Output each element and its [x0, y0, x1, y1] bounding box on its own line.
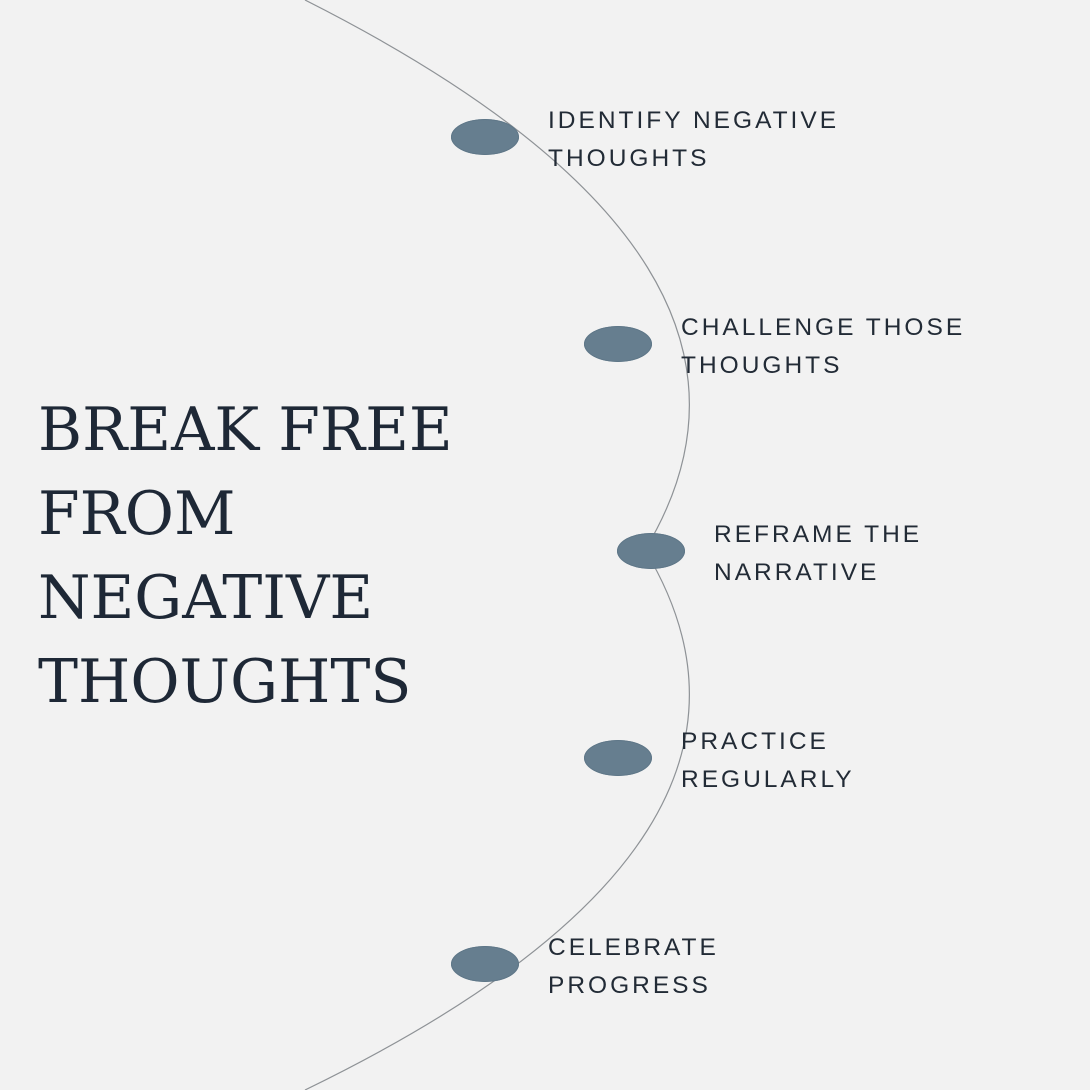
- step-marker-5: [451, 946, 519, 982]
- step-5-line-1: CELEBRATE: [548, 934, 719, 961]
- step-label-1: IDENTIFY NEGATIVE THOUGHTS: [548, 102, 908, 178]
- page-title: BREAK FREE FROM NEGATIVE THOUGHTS: [38, 388, 478, 724]
- step-marker-3: [617, 533, 685, 569]
- step-label-2: CHALLENGE THOSE THOUGHTS: [681, 309, 1041, 385]
- title-line-2: FROM: [38, 479, 236, 549]
- step-marker-2: [584, 326, 652, 362]
- step-label-3: REFRAME THE NARRATIVE: [714, 516, 1074, 592]
- step-5-line-2: PROGRESS: [548, 972, 711, 999]
- title-line-1: BREAK FREE: [38, 395, 453, 465]
- step-4-line-2: REGULARLY: [681, 766, 855, 793]
- step-1-line-2: THOUGHTS: [548, 145, 710, 172]
- step-4-line-1: PRACTICE: [681, 728, 829, 755]
- step-marker-1: [451, 119, 519, 155]
- step-marker-4: [584, 740, 652, 776]
- step-label-4: PRACTICE REGULARLY: [681, 723, 1041, 799]
- title-line-4: THOUGHTS: [38, 647, 412, 717]
- step-3-line-1: REFRAME THE: [714, 521, 923, 548]
- step-1-line-1: IDENTIFY NEGATIVE: [548, 107, 840, 134]
- step-2-line-2: THOUGHTS: [681, 352, 843, 379]
- step-3-line-2: NARRATIVE: [714, 559, 880, 586]
- step-label-5: CELEBRATE PROGRESS: [548, 929, 908, 1005]
- step-2-line-1: CHALLENGE THOSE: [681, 314, 966, 341]
- title-line-3: NEGATIVE: [38, 563, 374, 633]
